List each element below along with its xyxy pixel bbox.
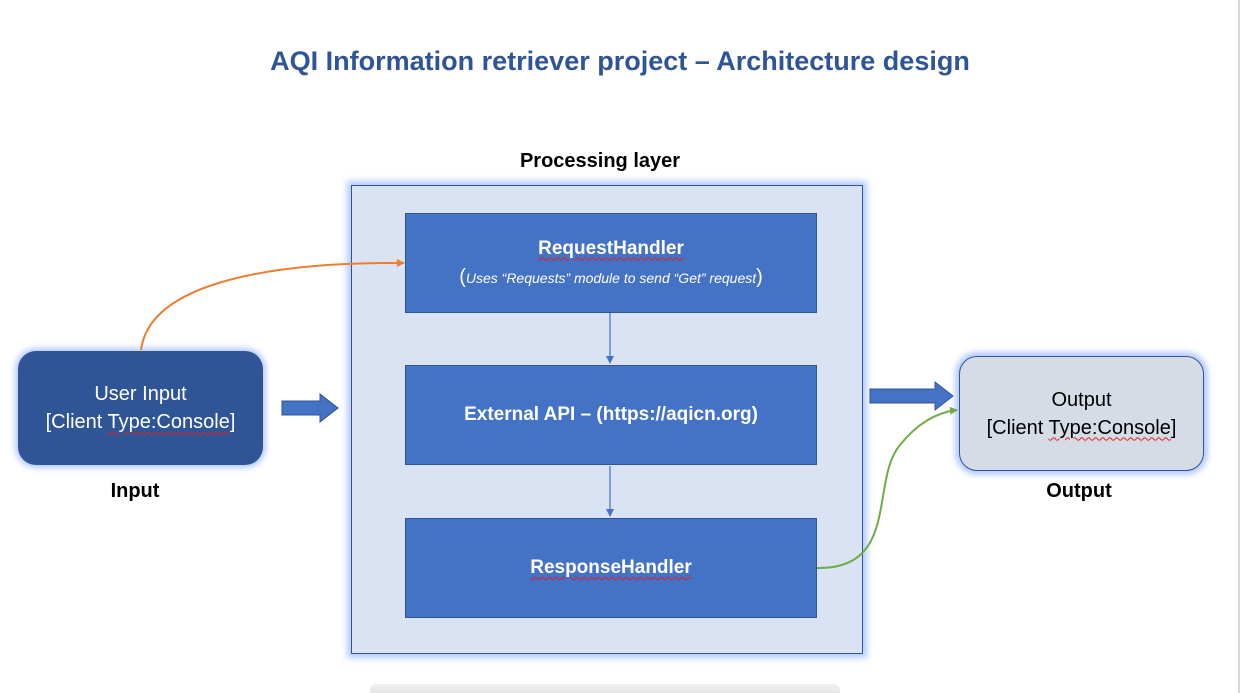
response-to-output-connector xyxy=(816,406,958,570)
user-input-line2: [Client Type:Console] xyxy=(46,408,236,436)
external-api-block: External API – (https://aqicn.org) xyxy=(405,365,817,465)
input-to-processing-arrow xyxy=(281,392,339,424)
user-input-line1: User Input xyxy=(94,383,187,405)
input-to-request-connector xyxy=(140,258,405,351)
output-caption: Output xyxy=(1046,480,1112,502)
processing-layer-label: Processing layer xyxy=(519,150,681,172)
request-handler-open-paren: ( xyxy=(459,265,466,288)
response-handler-name: ResponseHandler xyxy=(530,557,692,578)
output-client-prefix: [Client xyxy=(986,416,1049,439)
user-input-client-prefix: [Client xyxy=(45,411,108,433)
request-handler-description: Uses “Requests” module to send “Get” req… xyxy=(465,269,757,286)
user-input-client-type: Type:Console xyxy=(107,411,230,433)
processing-to-output-arrow xyxy=(869,380,954,412)
request-handler-description-line: (Uses “Requests” module to send “Get” re… xyxy=(459,266,763,289)
user-input-block: User Input [Client Type:Console] xyxy=(18,351,263,465)
input-caption: Input xyxy=(110,480,160,502)
user-input-client-suffix: ] xyxy=(229,411,236,433)
output-client-type: Type:Console xyxy=(1048,416,1171,439)
request-handler-close-paren: ) xyxy=(756,265,763,288)
output-block: Output [Client Type:Console] xyxy=(959,356,1204,471)
output-client-suffix: ] xyxy=(1170,416,1177,439)
output-line2: [Client Type:Console] xyxy=(987,414,1177,442)
page-right-border xyxy=(1238,0,1240,693)
page-bottom-shadow xyxy=(370,684,840,693)
output-line1: Output xyxy=(1051,388,1112,411)
diagram-title: AQI Information retriever project – Arch… xyxy=(270,46,970,76)
response-handler-block: ResponseHandler xyxy=(405,518,817,618)
request-handler-block: RequestHandler (Uses “Requests” module t… xyxy=(405,213,817,313)
request-handler-name: RequestHandler xyxy=(538,237,684,259)
external-api-name: External API – (https://aqicn.org) xyxy=(464,404,758,425)
